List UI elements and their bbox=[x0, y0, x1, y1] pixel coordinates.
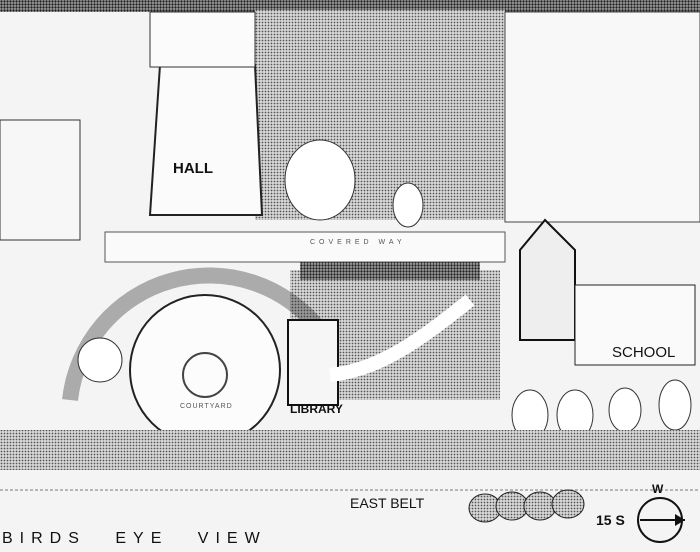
courtyard-label: COURTYARD bbox=[180, 403, 233, 410]
library-label: LIBRARY bbox=[290, 402, 343, 416]
compass-north-label: W bbox=[652, 482, 664, 496]
east-belt-road bbox=[0, 430, 700, 470]
scale-label: 15 S bbox=[596, 512, 625, 528]
hall-building bbox=[148, 64, 264, 216]
top-edge bbox=[0, 0, 700, 12]
hall-annex bbox=[149, 11, 256, 68]
covered-way bbox=[104, 231, 506, 263]
left-building bbox=[0, 119, 81, 241]
school-tower bbox=[519, 218, 576, 341]
school-building bbox=[574, 284, 696, 366]
compass-icon bbox=[637, 497, 685, 543]
school-label: SCHOOL bbox=[612, 344, 676, 361]
hedge bbox=[468, 489, 585, 523]
garden-path bbox=[329, 294, 475, 382]
library-building bbox=[287, 319, 339, 406]
drawing-title: BIRDS EYE VIEW bbox=[2, 530, 267, 547]
east-belt-label: EAST BELT bbox=[350, 495, 425, 511]
courtyard bbox=[129, 294, 281, 446]
fountain bbox=[182, 352, 228, 398]
tower-room bbox=[77, 337, 123, 383]
covered-way-label: COVERED WAY bbox=[310, 239, 406, 246]
school-grounds bbox=[504, 11, 700, 223]
trees bbox=[284, 139, 692, 441]
hall-label: HALL bbox=[173, 160, 213, 177]
covered-way-colonnade bbox=[300, 262, 480, 280]
